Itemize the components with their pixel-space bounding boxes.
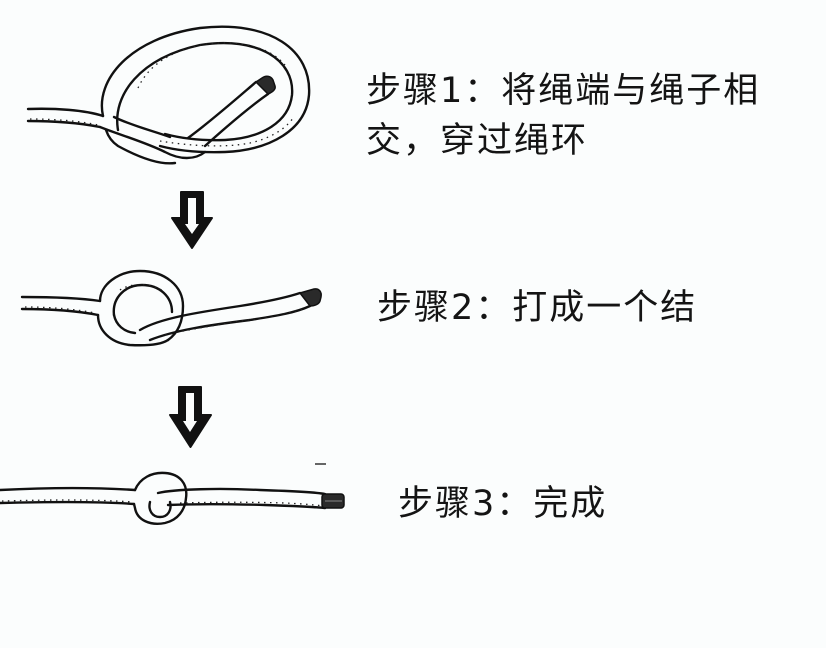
step2-rope-illustration <box>20 269 322 347</box>
step3-caption: 步骤3：完成 <box>398 484 608 524</box>
step1-caption-line1: 步骤1：将绳端与绳子相 <box>366 71 761 111</box>
step3-rope-illustration <box>0 471 345 525</box>
down-arrow-icon <box>171 191 213 249</box>
step1-caption: 步骤1：将绳端与绳子相 交，穿过绳环 <box>366 66 760 166</box>
down-arrow-icon <box>169 386 212 448</box>
step2-caption: 步骤2：打成一个结 <box>377 288 698 328</box>
step1-caption-line2: 交，穿过绳环 <box>366 121 589 161</box>
step1-rope-illustration <box>26 25 311 165</box>
